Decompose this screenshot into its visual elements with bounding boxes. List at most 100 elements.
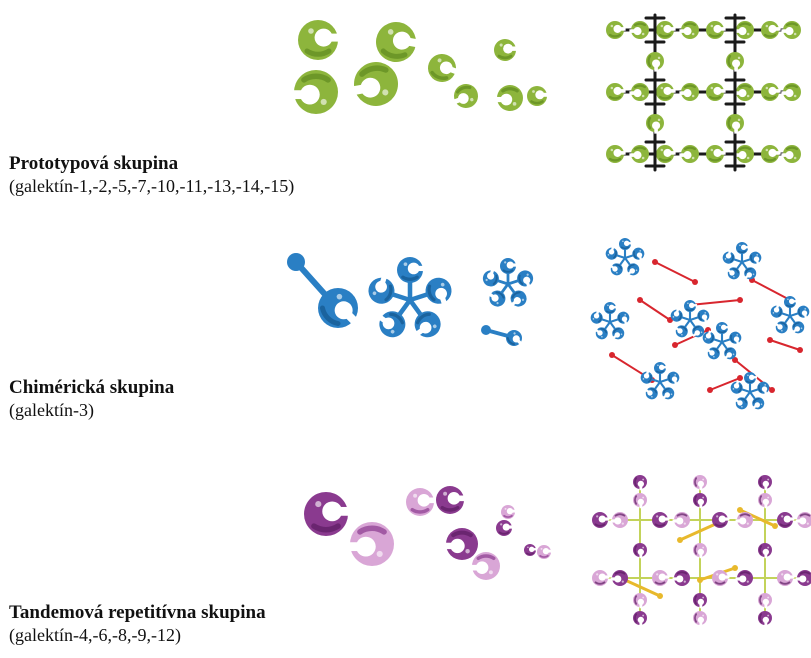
crd-domain	[735, 512, 753, 528]
crd-pocket	[785, 27, 794, 36]
crd-shade	[683, 146, 697, 151]
linker-end	[797, 347, 803, 353]
crd-shade	[763, 33, 777, 38]
crd-highlight	[470, 97, 474, 102]
crd-highlight	[764, 384, 767, 386]
crd-domain	[524, 544, 538, 556]
crd-highlight	[681, 333, 683, 336]
linker	[654, 261, 696, 283]
crd-pocket-opening	[764, 483, 768, 491]
crd-domain	[706, 347, 720, 360]
crd-domain	[729, 331, 742, 345]
crd-domain	[734, 83, 754, 101]
crd-shade	[401, 275, 419, 281]
crd-highlight	[596, 573, 599, 576]
crd-highlight	[670, 393, 673, 396]
crd-pocket-opening	[617, 151, 626, 155]
crd-domain	[712, 512, 730, 528]
crd-pocket-opening	[323, 33, 342, 42]
crd-highlight	[702, 478, 705, 481]
crd-shade	[410, 507, 430, 514]
crd-shade	[759, 495, 763, 505]
crd-pocket-opening	[661, 366, 668, 369]
crd-highlight	[767, 478, 770, 481]
crd-pocket	[762, 480, 769, 488]
crd-shade	[384, 284, 393, 302]
crd-shade	[503, 514, 513, 518]
crd-domain	[752, 397, 765, 410]
crd-shade	[745, 380, 755, 384]
crd-shade	[694, 595, 698, 605]
crd-shade	[692, 325, 700, 332]
crd-domain	[517, 270, 534, 288]
crd-domain	[469, 552, 500, 580]
crd-highlight	[512, 102, 517, 106]
crd-highlight	[610, 24, 614, 28]
crd-highlight	[592, 317, 595, 320]
crd-pocket	[663, 86, 672, 95]
crd-pocket-opening	[627, 269, 633, 276]
crd-pocket	[613, 24, 622, 33]
crd-shade	[357, 525, 387, 535]
crd-pocket-opening	[350, 83, 372, 96]
crd-pocket	[799, 575, 807, 583]
crd-highlight	[746, 94, 750, 98]
crd-pocket	[713, 24, 722, 33]
crd-shade	[779, 581, 791, 585]
crd-domain	[716, 322, 730, 334]
crd-pocket-opening	[723, 326, 730, 329]
crd-shade	[785, 84, 799, 89]
crd-domain	[679, 21, 699, 39]
linker-end	[287, 253, 305, 271]
crd-shade	[634, 545, 638, 555]
crd-highlight	[702, 546, 705, 549]
crd-pocket	[740, 244, 747, 250]
crd-shade	[698, 312, 702, 321]
crd-domain	[795, 512, 811, 528]
crd-domain	[724, 347, 737, 360]
crd-pocket-opening	[623, 318, 628, 325]
crd-highlight	[702, 496, 705, 499]
crd-highlight	[485, 278, 488, 282]
crd-pocket	[718, 573, 726, 581]
crd-highlight	[657, 364, 659, 367]
crd-domain	[629, 83, 649, 101]
crd-domain	[670, 308, 683, 322]
crd-pocket	[683, 89, 692, 98]
crd-pocket	[713, 86, 722, 95]
crd-pocket-opening	[763, 388, 768, 395]
crd-highlight	[781, 573, 784, 576]
crd-shade	[785, 22, 799, 27]
crd-domain	[758, 593, 772, 609]
linker-end	[732, 357, 738, 363]
tandem-lattice	[592, 475, 811, 627]
crd-domain	[679, 83, 699, 101]
crd-shade	[311, 523, 341, 533]
crd-pocket-opening	[717, 89, 726, 93]
crd-pocket-opening	[772, 27, 781, 31]
crd-pocket-opening	[764, 619, 768, 627]
crd-shade	[518, 274, 524, 285]
crd-domain	[693, 593, 707, 609]
crd-shade	[694, 495, 698, 505]
crd-highlight	[641, 32, 645, 36]
crd-highlight	[642, 478, 645, 481]
crd-shade	[440, 505, 460, 512]
crd-shade	[594, 523, 606, 527]
crd-pocket-opening	[726, 268, 733, 274]
crd-pocket-opening	[764, 551, 768, 559]
crd-pocket	[676, 575, 684, 583]
crd-pocket-opening	[639, 619, 643, 627]
crd-highlight	[704, 337, 707, 340]
crd-highlight	[641, 156, 645, 160]
crd-shade	[539, 554, 549, 558]
crd-shade	[525, 552, 535, 556]
linker-end	[481, 325, 491, 335]
crd-shade	[359, 65, 389, 77]
linker-end	[657, 593, 663, 599]
crd-shade	[676, 513, 688, 517]
crd-shade	[727, 116, 732, 130]
crd-domain	[693, 611, 707, 627]
crd-highlight	[488, 570, 493, 575]
crd-pocket-opening	[699, 501, 703, 509]
